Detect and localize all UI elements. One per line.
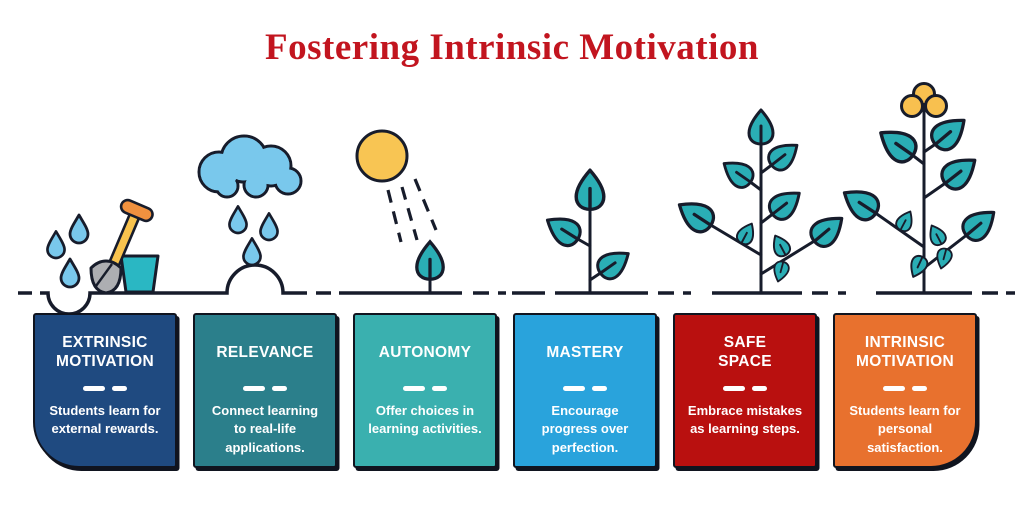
card-title: AUTONOMY <box>378 343 472 361</box>
card-title: EXTRINSIC MOTIVATION <box>56 334 154 370</box>
sun-sprout-illustration <box>355 129 445 295</box>
sun-rays <box>386 178 438 243</box>
card-autonomy: AUTONOMY Offer choices in learning activ… <box>353 313 497 468</box>
shovel-icon <box>89 198 154 295</box>
dash-divider <box>883 386 927 391</box>
card-title: MASTERY <box>546 343 624 361</box>
sun-icon <box>355 129 409 183</box>
dash-divider <box>403 386 447 391</box>
sprout-icon <box>415 240 445 295</box>
water-drop-icon <box>46 213 90 289</box>
flower-icon <box>900 82 948 118</box>
dash-divider <box>563 386 607 391</box>
card-body: Embrace mistakes as learning steps. <box>687 403 803 437</box>
cards-row: EXTRINSIC MOTIVATION Students learn for … <box>33 313 977 468</box>
card-body: Offer choices in learning activities. <box>368 403 482 437</box>
card-title: RELEVANCE <box>216 343 314 361</box>
card-body: Students learn for personal satisfaction… <box>849 403 961 455</box>
young-plant-illustration <box>539 168 637 295</box>
growing-plant-illustration <box>670 108 852 295</box>
card-body: Connect learning to real-life applicatio… <box>211 403 319 455</box>
rain-drop-icon <box>228 205 279 267</box>
card-title: SAFE SPACE <box>718 334 772 370</box>
dash-divider <box>83 386 127 391</box>
card-extrinsic-motivation: EXTRINSIC MOTIVATION Students learn for … <box>33 313 177 468</box>
card-mastery: MASTERY Encourage progress over perfecti… <box>513 313 657 468</box>
ground-line <box>18 263 1015 316</box>
rain-cloud-illustration <box>197 134 303 267</box>
card-safe-space: SAFE SPACE Embrace mistakes as learning … <box>673 313 817 468</box>
card-title: INTRINSIC MOTIVATION <box>856 334 954 370</box>
dash-divider <box>723 386 767 391</box>
card-body: Students learn for external rewards. <box>49 403 161 437</box>
card-relevance: RELEVANCE Connect learning to real-life … <box>193 313 337 468</box>
dash-divider <box>243 386 287 391</box>
bucket-icon <box>119 254 160 294</box>
card-intrinsic-motivation: INTRINSIC MOTIVATION Students learn for … <box>833 313 977 468</box>
shovel-bucket-illustration <box>46 198 160 295</box>
page-title: Fostering Intrinsic Motivation <box>265 27 759 68</box>
flowering-plant-illustration <box>835 82 1004 295</box>
card-body: Encourage progress over perfection. <box>541 403 629 455</box>
